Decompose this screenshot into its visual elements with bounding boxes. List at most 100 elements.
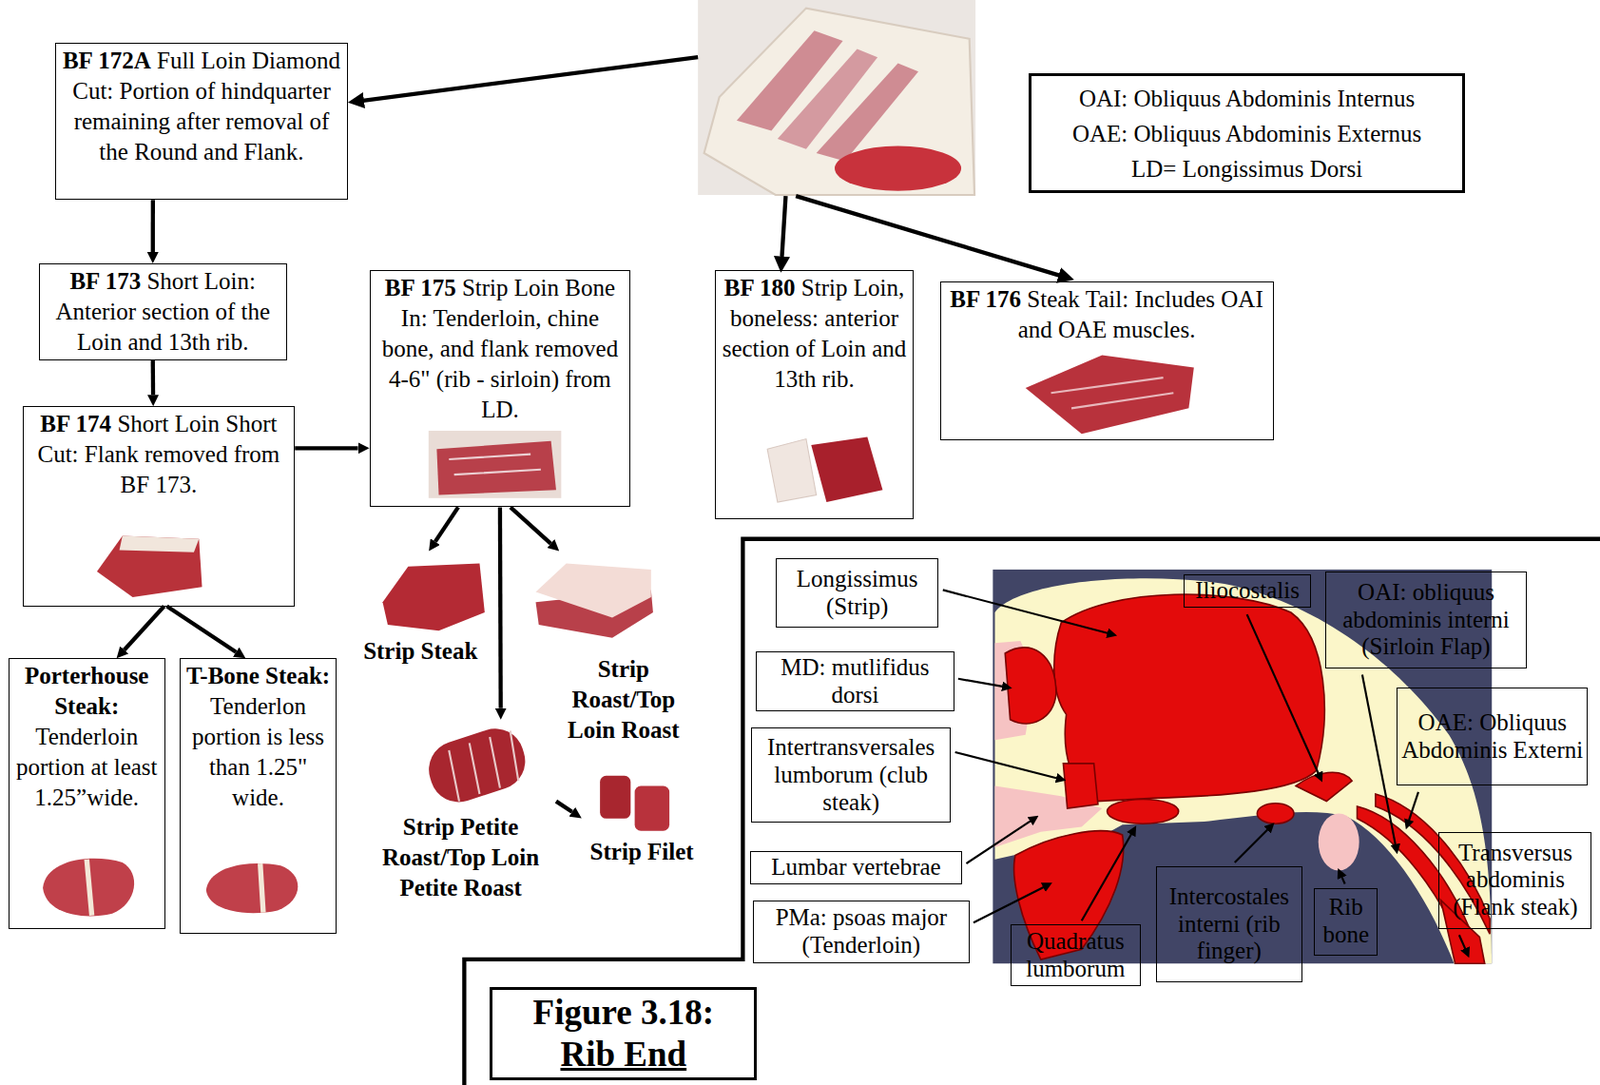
short-cut-image	[96, 536, 203, 598]
fat-cover	[704, 8, 975, 195]
body-text: MD: mutlifidus dorsi	[759, 654, 950, 710]
photo-arrow	[781, 195, 786, 262]
loin-photo	[697, 0, 976, 195]
quadratus-muscle	[1107, 798, 1179, 824]
cut-box: BF 180Strip Loin, boneless: anterior sec…	[714, 269, 913, 520]
panel-bracket	[463, 539, 1600, 1085]
intercostal-muscle	[1256, 803, 1294, 824]
flow-arrow	[151, 360, 156, 395]
body-text: LD= Longissimus Dorsi	[1037, 151, 1457, 187]
body-text: OAE: Obliquus Abdominis Externus	[1037, 115, 1457, 152]
strip-loin-image	[428, 430, 562, 499]
heading-text: BF 176	[949, 286, 1022, 312]
anatomy-label: Transversus abdominis (Flank steak)	[1438, 831, 1592, 929]
product-label: Strip Petite Roast/Top Loin Petite Roast	[365, 719, 557, 906]
body-text: OAI: Obliquus Abdominis Internus	[1037, 80, 1457, 116]
multifidus-muscle	[1004, 647, 1057, 724]
leader-line	[1081, 831, 1134, 921]
body-text: Iliocostalis	[1187, 577, 1308, 605]
anatomy-label: MD: mutlifidus dorsi	[755, 651, 954, 713]
text-run: BF 176Steak Tail: Includes OAI and OAE m…	[944, 284, 1270, 346]
marbling	[1051, 377, 1175, 408]
anatomy-label: Intercostales interni (rib finger)	[1156, 866, 1302, 982]
petite-roast-image	[421, 720, 533, 810]
text-run: BF 172AFull Loin Diamond Cut: Portion of…	[59, 45, 344, 168]
body-text: OAI: obliquus abdominis interni (Sirloin…	[1329, 578, 1523, 661]
body-text: Strip Petite Roast/Top Loin Petite Roast	[367, 811, 554, 904]
flow-arrow	[166, 606, 236, 653]
meat	[96, 536, 203, 598]
body-text: PMa: psoas major (Tenderloin)	[756, 904, 966, 960]
heading-text: BF 175	[385, 274, 457, 301]
product-label: Strip Steak	[349, 551, 491, 669]
text-run: BF 173Short Loin: Anterior section of th…	[43, 266, 283, 358]
body-text: Longissimus (Strip)	[779, 565, 936, 621]
body-text: Strip Roast/Top Loin Roast	[555, 654, 693, 746]
text-run: BF 174Short Loin Short Cut: Flank remove…	[27, 408, 291, 501]
medallion	[599, 775, 631, 819]
t-bone-image	[206, 863, 298, 913]
leader-line	[1340, 874, 1345, 885]
body-text: OAE: Obliquus Abdominis Externi	[1400, 709, 1584, 765]
meat	[1025, 355, 1195, 435]
text-run: BF 180Strip Loin, boneless: anterior sec…	[719, 272, 908, 395]
heading-text: BF 172A	[62, 47, 152, 74]
anatomy-label: Quadratus lumborum	[1010, 924, 1141, 985]
flow-arrow	[124, 606, 165, 651]
photo-ground	[428, 430, 562, 499]
photo-ground	[697, 0, 976, 195]
anatomy-label: OAE: Obliquus Abdominis Externi	[1396, 687, 1588, 786]
heading-text: Porterhouse Steak:	[12, 660, 162, 722]
porterhouse-image	[42, 858, 135, 917]
leader-line	[1247, 614, 1320, 776]
product-label: Strip Filet	[581, 754, 703, 869]
body-text: Intercostales interni (rib finger)	[1159, 883, 1298, 965]
body-text: Rib bone	[1317, 893, 1374, 949]
rib-bone-shape	[1318, 812, 1360, 870]
body-text: Strip Filet	[584, 836, 700, 868]
lean-eye	[834, 146, 962, 192]
leader-line	[965, 819, 1033, 864]
heading-text: BF 174	[39, 410, 112, 437]
leader-line	[1459, 934, 1467, 951]
flow-arrow	[556, 801, 573, 812]
steak-box: T-Bone Steak:Tenderlon portion is less t…	[179, 657, 337, 934]
body-text: Rib End	[498, 1033, 749, 1076]
anatomy-label: Longissimus (Strip)	[775, 558, 940, 628]
text-run: BF 175Strip Loin Bone In: Tenderloin, ch…	[374, 272, 627, 425]
bone	[260, 863, 264, 913]
figure-title-box: Figure 3.18:Rib End	[489, 986, 757, 1080]
anatomy-label: Intertransversales lumborum (club steak)	[751, 727, 951, 823]
medallion	[635, 785, 670, 830]
flow-arrow	[435, 506, 459, 541]
leader-line	[1234, 827, 1270, 862]
body-text: Steak Tail: Includes OAI and OAE muscles…	[1018, 286, 1264, 343]
body-text: Intertransversales lumborum (club steak)	[754, 733, 947, 816]
steak-box: Porterhouse Steak:Tenderloin portion at …	[8, 657, 166, 928]
leader-line	[1407, 791, 1419, 823]
strip-filet-image	[599, 775, 670, 831]
abbreviation-box: OAI: Obliquus Abdominis InternusOAE: Obl…	[1028, 73, 1466, 193]
leader-line	[943, 589, 1111, 634]
anatomy-label: PMa: psoas major (Tenderloin)	[752, 900, 970, 964]
body-text: Figure 3.18:	[498, 991, 749, 1034]
meat	[421, 720, 533, 810]
netting	[448, 731, 519, 802]
fat-cap	[536, 563, 652, 618]
meat	[206, 863, 298, 913]
cut-box: BF 174Short Loin Short Cut: Flank remove…	[22, 405, 296, 606]
fat-side	[767, 439, 817, 503]
anatomy-label: Rib bone	[1313, 887, 1378, 956]
meat	[436, 441, 557, 496]
anatomy-label: Lumbar vertebrae	[750, 850, 963, 885]
strip-steak-image	[383, 563, 485, 632]
body-text: Quadratus lumborum	[1014, 927, 1138, 984]
cut-box: BF 172AFull Loin Diamond Cut: Portion of…	[55, 42, 348, 200]
leader-line	[1362, 674, 1396, 847]
body-text: Transversus abdominis (Flank steak)	[1442, 839, 1588, 922]
meat	[810, 436, 883, 502]
bone	[86, 859, 92, 916]
photo-arrow	[795, 195, 1063, 277]
strip-roast-image	[536, 563, 654, 638]
body-text: Strip Steak	[352, 636, 488, 667]
